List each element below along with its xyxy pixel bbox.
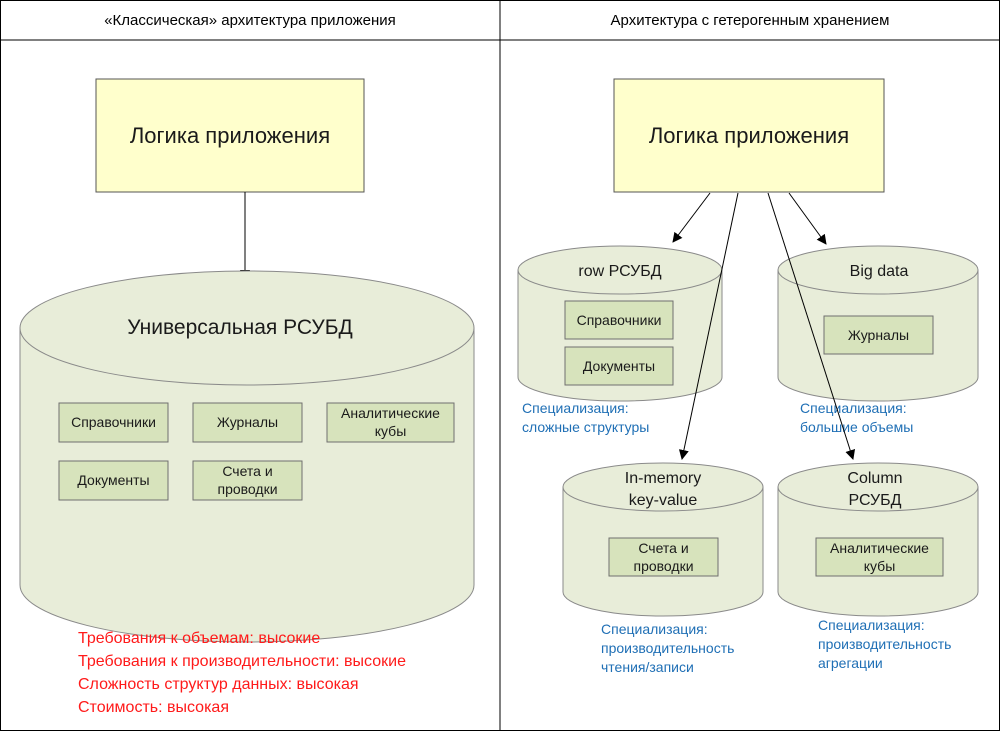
left-item-cubes (326, 402, 455, 443)
bigdata-db-spec-line2: большие объемы (800, 419, 913, 435)
inmemory-db-spec-line1: Специализация: (601, 621, 708, 637)
column-db-top (777, 462, 979, 512)
inmemory-db-item-accounts (608, 537, 719, 577)
left-app-logic-label: Логика приложения (130, 123, 330, 148)
row-db-title: row РСУБД (578, 263, 661, 280)
row-db-spec-line1: Специализация: (522, 400, 629, 416)
requirement-performance: Требования к производительности: высокие (78, 653, 406, 670)
bigdata-db-top (777, 245, 979, 295)
bigdata-db-item-journals-label: Журналы (848, 327, 909, 343)
left-item-cubes-line2: кубы (375, 423, 407, 439)
universal-db-title: Универсальная РСУБД (127, 316, 352, 339)
row-db-item-directories-label: Справочники (577, 312, 662, 328)
inmemory-db-spec-line3: чтения/записи (601, 659, 694, 675)
bigdata-db-item-journals (823, 315, 934, 355)
right-app-logic-label: Логика приложения (649, 123, 849, 148)
requirement-cost: Стоимость: высокая (78, 699, 229, 716)
bigdata-db-title: Big data (850, 263, 909, 280)
left-item-cubes-line1: Аналитические (341, 405, 440, 421)
bigdata-db-spec-line1: Специализация: (800, 400, 907, 416)
left-header: «Классическая» архитектура приложения (104, 12, 396, 29)
requirement-volume: Требования к объемам: высокие (78, 630, 320, 647)
row-db-item-directories (564, 300, 674, 340)
left-item-directories (58, 402, 169, 443)
column-db-item-line1: Аналитические (830, 540, 929, 556)
right-panel: Логика приложения row РСУБД Справочники … (517, 78, 979, 675)
column-db-item-cubes (815, 537, 944, 577)
arrow-to-column-db (767, 192, 856, 460)
row-db-item-documents (564, 346, 674, 386)
column-db-spec-line3: агрегации (818, 655, 883, 671)
inmemory-db-title-line2: key-value (629, 492, 698, 509)
left-item-accounts-line2: проводки (217, 481, 277, 497)
column-db-spec-line1: Специализация: (818, 617, 925, 633)
requirement-complexity: Сложность структур данных: высокая (78, 676, 359, 693)
column-db-title-line2: РСУБД (848, 492, 901, 509)
left-item-accounts (192, 460, 303, 501)
left-item-journals-label: Журналы (217, 414, 278, 430)
universal-db-top (19, 270, 475, 386)
left-item-documents (58, 460, 169, 501)
left-item-documents-label: Документы (77, 472, 149, 488)
right-app-logic-box (613, 78, 885, 193)
left-item-directories-label: Справочники (71, 414, 156, 430)
row-db-item-documents-label: Документы (583, 358, 655, 374)
column-db-title-line1: Column (847, 470, 902, 487)
left-item-accounts-line1: Счета и (222, 463, 272, 479)
column-db-item-line2: кубы (864, 558, 896, 574)
inmemory-db-item-line2: проводки (633, 558, 693, 574)
universal-db-cylinder: Универсальная РСУБД (19, 270, 475, 643)
inmemory-db-title-line1: In-memory (625, 470, 701, 487)
arrow-to-bigdata-db (788, 192, 827, 245)
right-header: Архитектура с гетерогенным хранением (611, 12, 890, 29)
arrow-to-row-db (672, 192, 711, 243)
left-app-logic-box (95, 78, 365, 193)
row-db-spec-line2: сложные структуры (522, 419, 649, 435)
arrow-to-inmemory-db (678, 192, 739, 460)
inmemory-db-top (562, 462, 764, 512)
left-item-journals (192, 402, 303, 443)
left-panel: Логика приложения Универсальная РСУБД Сп… (19, 78, 475, 716)
inmemory-db-item-line1: Счета и (638, 540, 688, 556)
inmemory-db-spec-line2: производительность (601, 640, 734, 656)
column-db-spec-line2: производительность (818, 636, 951, 652)
